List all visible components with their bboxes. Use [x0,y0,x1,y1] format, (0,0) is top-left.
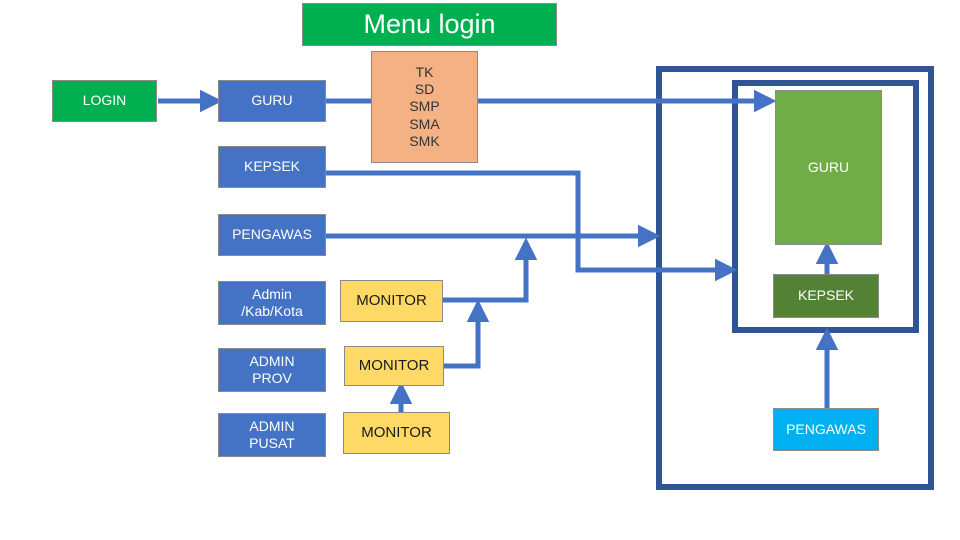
pengawas-label: PENGAWAS [232,226,312,243]
login-box[interactable]: LOGIN [52,80,157,122]
outer-frame [656,66,934,490]
guru-target-box[interactable]: GURU [775,90,882,245]
arrow-kepsek-to-kepsek-target [326,170,738,282]
monitor-2-label: MONITOR [358,356,430,374]
arrow-monitor1-up [443,237,538,303]
school-levels-box: TK SD SMP SMA SMK [371,51,478,163]
admin-prov-box[interactable]: ADMIN PROV [218,348,326,392]
admin-pusat-box[interactable]: ADMIN PUSAT [218,413,326,457]
guru-target-label: GURU [807,158,850,175]
admin-kab-label: Admin /Kab/Kota [241,285,303,320]
guru-label: GURU [251,92,293,109]
arrow-monitor2-to-monitor1 [444,299,490,369]
kepsek-target-box[interactable]: KEPSEK [773,274,879,318]
monitor-box-3[interactable]: MONITOR [343,412,450,454]
monitor-3-label: MONITOR [361,423,432,441]
guru-box[interactable]: GURU [218,80,326,122]
pengawas-target-label: PENGAWAS [786,420,866,437]
kepsek-target-label: KEPSEK [797,287,855,304]
school-levels-label: TK SD SMP SMA SMK [409,64,440,149]
admin-prov-label: ADMIN PROV [249,352,295,387]
page-title-text: Menu login [363,8,496,39]
page-title: Menu login [302,3,557,46]
admin-pusat-label: ADMIN PUSAT [249,417,295,452]
kepsek-label: KEPSEK [243,158,301,175]
admin-kab-box[interactable]: Admin /Kab/Kota [218,281,326,325]
pengawas-target-box[interactable]: PENGAWAS [773,408,879,451]
kepsek-box[interactable]: KEPSEK [218,146,326,188]
login-label: LOGIN [82,92,127,109]
monitor-box-2[interactable]: MONITOR [344,346,444,386]
monitor-box-1[interactable]: MONITOR [340,280,443,322]
monitor-1-label: MONITOR [356,291,427,309]
pengawas-box[interactable]: PENGAWAS [218,214,326,256]
